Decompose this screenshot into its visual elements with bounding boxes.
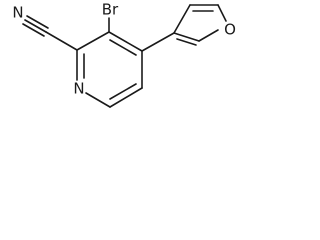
bond-furan-c3-c2	[173, 32, 200, 42]
bond-c2-c3	[76, 31, 110, 51]
atom-label-nitrile-nitrogen: N	[12, 4, 23, 22]
atom-label-pyridine-nitrogen: N	[73, 80, 84, 98]
bond-furan-c3-c2-inner	[176, 38, 197, 46]
bonds	[22, 4, 227, 108]
bond-c4-furan	[141, 32, 175, 52]
bond-c3-c4-inner	[109, 39, 137, 56]
bond-nitrile-triple-1	[24, 19, 47, 33]
bond-nitrile-triple-3	[22, 23, 45, 37]
bond-furan-c4-c3	[173, 4, 191, 34]
bond-c5-c6	[109, 87, 143, 108]
bond-c6-n1	[85, 92, 111, 108]
bond-nitrile-triple-2	[26, 15, 49, 29]
bond-c3-c4	[108, 31, 143, 52]
atom-label-bromine: Br	[102, 1, 119, 19]
atom-label-furan-oxygen: O	[224, 21, 236, 39]
bond-c2-cn	[45, 31, 78, 51]
bond-furan-c2-o	[198, 29, 219, 42]
bond-c5-c6-inner	[109, 83, 137, 100]
chemical-structure-diagram: Br N N O	[12, 1, 236, 108]
atom-labels: Br N N O	[12, 1, 236, 98]
bond-furan-o-c5	[217, 4, 227, 22]
